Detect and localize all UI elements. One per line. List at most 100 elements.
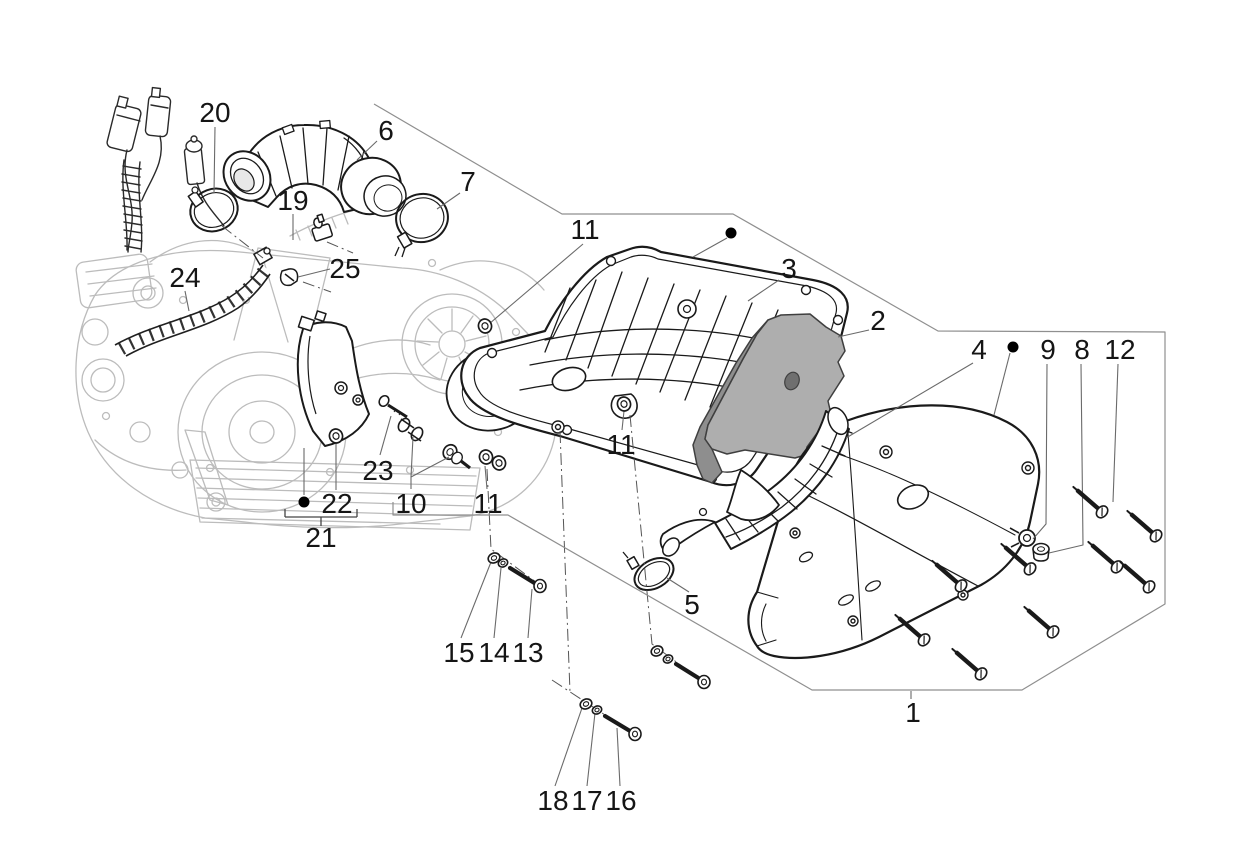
bolt-head [533, 578, 547, 594]
centerline-dashdot [486, 468, 541, 586]
centerline-dashdot [326, 241, 354, 254]
bolt-shaft [602, 713, 633, 734]
bolt-socket [631, 730, 639, 738]
washer-hole [490, 555, 498, 561]
grommet-11 [328, 428, 344, 444]
screw-shaft [1129, 512, 1156, 536]
grommet-hole [481, 322, 489, 330]
part-label-5: 5 [684, 589, 700, 620]
centerline-dashdot [302, 281, 332, 293]
leader-line-10 [410, 456, 450, 478]
bullet-marker [725, 227, 737, 239]
grommet-hole [495, 459, 503, 467]
screw-12 [894, 613, 931, 647]
part-label-12: 12 [1104, 334, 1135, 365]
screw-slot [1101, 507, 1103, 517]
part-label-23: 23 [362, 455, 393, 486]
grommet-11 [477, 318, 493, 334]
spacer-8 [1032, 542, 1050, 562]
washer-hole [594, 707, 600, 713]
leader-line-15 [460, 561, 492, 639]
centerline-dashdot [221, 225, 264, 259]
bushing-10 [397, 417, 424, 442]
washer [579, 698, 593, 710]
part-label-8: 8 [1074, 334, 1090, 365]
washer-hole [653, 648, 661, 654]
screw-slot [960, 581, 962, 591]
part-label-7: 7 [460, 166, 476, 197]
screw-shaft [1026, 608, 1053, 632]
screw-12 [1000, 542, 1037, 576]
bolt-shaft [507, 565, 539, 587]
leader-line-11a [488, 243, 584, 325]
leader-line-14 [493, 567, 502, 639]
grommet-11 [491, 455, 507, 471]
washer-hole [582, 701, 590, 707]
leader-line-8 [1048, 363, 1084, 554]
leader-line-11c [621, 410, 625, 431]
leader-line-6 [356, 140, 378, 161]
screw-12 [931, 559, 968, 593]
part-label-19: 19 [277, 185, 308, 216]
washer [650, 645, 664, 657]
leader-line-3 [747, 279, 780, 302]
screw-shaft [934, 562, 961, 586]
leader-line-2 [837, 329, 870, 338]
washer [497, 558, 509, 568]
part-label-25: 25 [329, 253, 360, 284]
washer [662, 654, 674, 664]
washer [487, 552, 501, 564]
hose-clamp-7 [394, 192, 449, 258]
harness-sleeve-24 [114, 246, 274, 357]
part-label-11c: 11 [606, 429, 635, 460]
screw-12 [1072, 485, 1109, 519]
ignition-coil [183, 135, 225, 227]
screw-slot [980, 669, 982, 679]
screw-shaft [1003, 545, 1030, 569]
bolt-socket [536, 582, 544, 590]
screw-shaft [1075, 488, 1102, 512]
bolt-shaft [673, 661, 703, 682]
part-label-3: 3 [781, 253, 797, 284]
part-label-14: 14 [478, 637, 509, 668]
screw-shaft [1090, 543, 1117, 567]
leader-line-13 [527, 588, 533, 639]
leader-line-25 [297, 268, 331, 278]
wiring-connectors [106, 86, 172, 253]
part-label-16: 16 [605, 785, 636, 816]
belt-cover-bracket-21 [296, 310, 370, 447]
washer-hole [665, 656, 671, 662]
screw-12 [1087, 540, 1124, 574]
leader-line-9 [1032, 363, 1048, 540]
bullet-marker [1007, 341, 1019, 353]
bolt-head [628, 726, 642, 742]
group-1-boundary [373, 103, 1166, 691]
intake-elbow-6 [222, 119, 407, 217]
part-label-13: 13 [512, 637, 543, 668]
harness-clip-25 [279, 268, 299, 287]
screw-12 [1023, 605, 1060, 639]
grommet-hole [620, 400, 628, 408]
screw-slot [1116, 562, 1118, 572]
bolt-head [697, 674, 711, 690]
screw-shaft [954, 650, 981, 674]
leader-line-18 [554, 707, 583, 787]
leader-line-7 [436, 192, 461, 210]
bullet-leader [692, 237, 728, 258]
screw-slot [923, 635, 925, 645]
part-label-15: 15 [443, 637, 474, 668]
screw-slot [1052, 627, 1054, 637]
part-label-4: 4 [971, 334, 987, 365]
washer-hole [500, 560, 506, 566]
washer [591, 705, 603, 715]
part-label-24: 24 [169, 262, 200, 293]
leader-line-24 [184, 290, 190, 312]
grommet-hole [332, 432, 340, 440]
part-label-10: 10 [395, 488, 426, 519]
screw-shaft [897, 616, 924, 640]
leader-line-5 [666, 577, 690, 593]
grommet-11 [478, 449, 494, 465]
part-label-9: 9 [1040, 334, 1056, 365]
